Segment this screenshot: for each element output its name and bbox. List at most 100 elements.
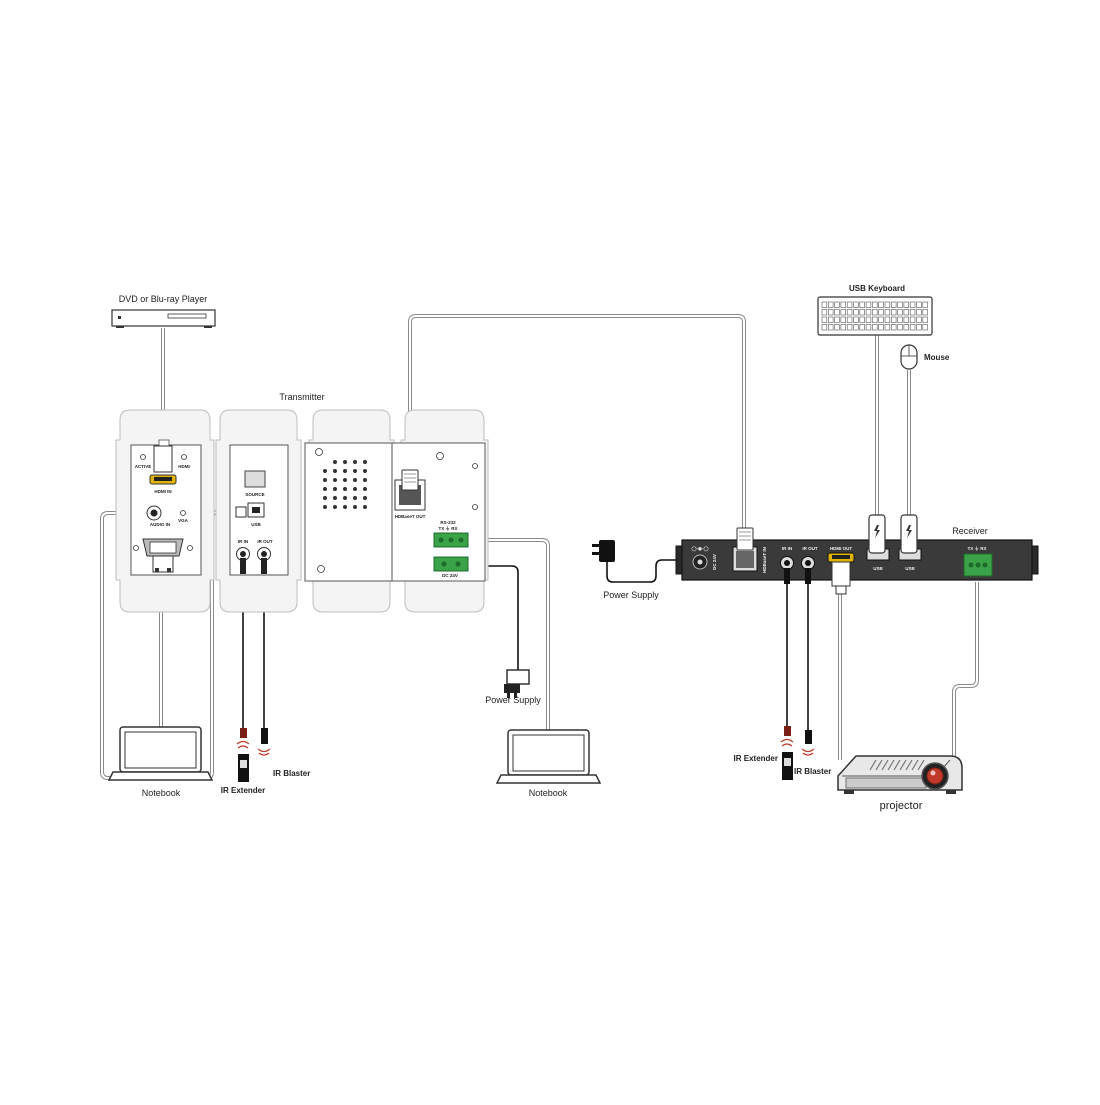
vent-hole bbox=[333, 478, 337, 482]
mouse-icon bbox=[900, 344, 918, 370]
rs232-label: RS-232 bbox=[440, 520, 456, 525]
cables bbox=[100, 314, 979, 780]
transmitter-label: Transmitter bbox=[279, 392, 324, 402]
vent-hole bbox=[343, 460, 347, 464]
vent-hole bbox=[363, 469, 367, 473]
projector-vent bbox=[917, 759, 925, 771]
hdmi-led-icon bbox=[181, 454, 187, 460]
ir-out-tx-label: IR OUT bbox=[257, 539, 273, 544]
ir-blaster-rx-icon bbox=[801, 730, 815, 756]
hdmi-in-label: HDMI IN bbox=[154, 489, 171, 494]
keyboard-key bbox=[846, 309, 853, 316]
keyboard-key bbox=[834, 324, 840, 331]
projector-vent bbox=[887, 759, 895, 771]
keyboard-key bbox=[890, 316, 897, 323]
keyboard-key bbox=[872, 309, 878, 316]
transmitter-vents bbox=[323, 460, 367, 509]
ir-blaster-rx-label: IR Blaster bbox=[794, 767, 831, 776]
keyboard-key bbox=[872, 316, 878, 323]
vent-hole bbox=[333, 469, 337, 473]
vent-hole bbox=[333, 505, 337, 509]
usb-keyboard-plug-icon bbox=[874, 525, 880, 538]
projector-vent bbox=[899, 759, 907, 771]
usb-keyboard-label: USB Keyboard bbox=[849, 284, 905, 293]
keyboard-key bbox=[846, 324, 853, 331]
keyboard-key bbox=[878, 316, 884, 323]
hdmi-out-label: HDMI OUT bbox=[830, 546, 852, 551]
transmitter-wallplates: ACTIVE HDMI HDMI IN AUDIO IN VGA SOURCE … bbox=[115, 409, 489, 613]
keyboard-key bbox=[884, 301, 891, 308]
keyboard-key bbox=[827, 309, 834, 316]
keyboard-key bbox=[840, 316, 847, 323]
keyboard-key bbox=[840, 301, 847, 308]
keyboard-key bbox=[853, 301, 859, 308]
projector-vent bbox=[893, 759, 901, 771]
projector-vent bbox=[911, 759, 919, 771]
vent-hole bbox=[323, 505, 327, 509]
keyboard-key bbox=[827, 301, 834, 308]
keyboard-key bbox=[884, 324, 891, 331]
usb-keyboard-icon bbox=[817, 296, 933, 336]
usb-mouse-plug-icon bbox=[906, 525, 912, 538]
ir-extender-tx-label: IR Extender bbox=[221, 786, 265, 795]
keyboard-key bbox=[903, 324, 910, 331]
cable-hdbaset-link bbox=[408, 314, 746, 530]
vent-hole bbox=[343, 487, 347, 491]
keyboard-key bbox=[909, 301, 916, 308]
vent-hole bbox=[363, 505, 367, 509]
usb-rx-1-label: USB bbox=[873, 566, 883, 571]
keyboard-key bbox=[846, 301, 853, 308]
keyboard-key bbox=[878, 301, 884, 308]
keyboard-key bbox=[897, 316, 903, 323]
active-led-icon bbox=[140, 454, 146, 460]
keyboard-key bbox=[865, 301, 872, 308]
keyboard-key bbox=[903, 301, 910, 308]
keyboard-key bbox=[897, 324, 903, 331]
projector-vent bbox=[875, 759, 883, 771]
dc-symbol-label: ◯-◉-◯ bbox=[692, 546, 710, 552]
keyboard-key bbox=[916, 324, 922, 331]
keyboard-key bbox=[846, 316, 853, 323]
mouse-label: Mouse bbox=[924, 353, 950, 362]
keyboard-key bbox=[840, 324, 847, 331]
keyboard-key bbox=[821, 309, 828, 316]
vent-hole bbox=[333, 460, 337, 464]
receiver: ◯-◉-◯ DC 24V HDBaseT IN IR IN IR OUT HDM… bbox=[675, 514, 1039, 595]
ir-extender-rx-label: IR Extender bbox=[734, 754, 778, 763]
ir-extender-rx-icon bbox=[780, 726, 794, 780]
keyboard-key bbox=[884, 309, 891, 316]
cable-power-rx bbox=[606, 559, 686, 583]
keyboard-key bbox=[922, 309, 928, 316]
keyboard-key bbox=[922, 316, 928, 323]
vent-hole bbox=[343, 505, 347, 509]
hdbaset-in-label: HDBaseT IN bbox=[762, 547, 767, 573]
keyboard-key bbox=[916, 316, 922, 323]
keyboard-key bbox=[834, 309, 840, 316]
vent-hole bbox=[353, 469, 357, 473]
usb-rx-2-label: USB bbox=[905, 566, 915, 571]
keyboard-key bbox=[890, 301, 897, 308]
keyboard-key bbox=[897, 301, 903, 308]
vent-hole bbox=[343, 478, 347, 482]
source-button[interactable] bbox=[244, 470, 266, 488]
keyboard-key bbox=[859, 309, 865, 316]
keyboard-key bbox=[890, 309, 897, 316]
keyboard-key bbox=[922, 301, 928, 308]
keyboard-key bbox=[865, 324, 872, 331]
ir-blaster-tx-label: IR Blaster bbox=[273, 769, 310, 778]
keyboard-key bbox=[834, 301, 840, 308]
cable-power-tx bbox=[470, 565, 519, 672]
keyboard-key bbox=[922, 324, 928, 331]
usb-tx-label: USB bbox=[251, 522, 261, 527]
vga-label: VGA bbox=[178, 518, 189, 523]
projector-vent bbox=[881, 759, 889, 771]
cable-audio-notebook bbox=[100, 511, 148, 780]
keyboard-key bbox=[909, 309, 916, 316]
power-supply-tx-label: Power Supply bbox=[485, 695, 541, 705]
keyboard-key bbox=[865, 309, 872, 316]
keyboard-key bbox=[859, 324, 865, 331]
keyboard-key bbox=[853, 324, 859, 331]
rs232-pins-label: TX ⏚ RX bbox=[438, 525, 457, 532]
vent-hole bbox=[353, 460, 357, 464]
